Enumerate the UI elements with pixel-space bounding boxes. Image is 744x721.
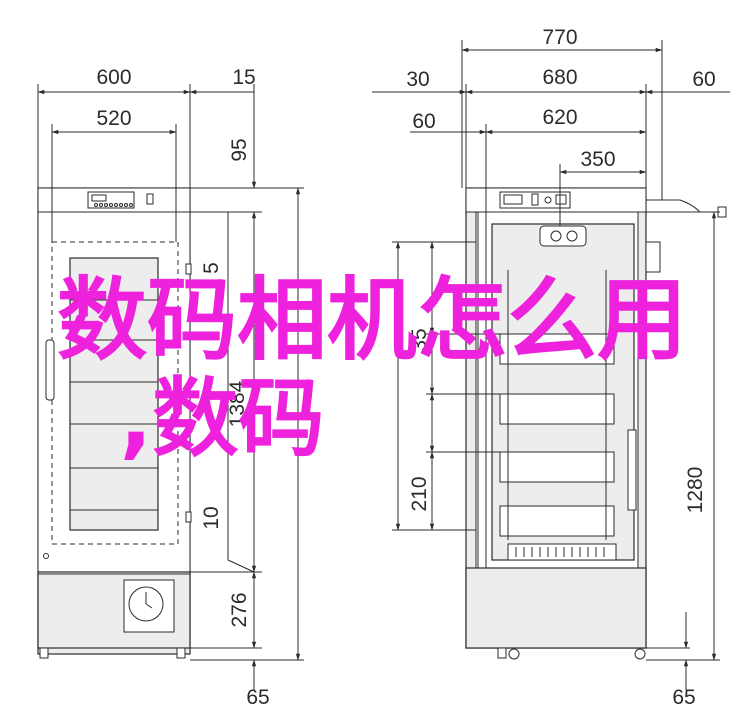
recorder-dial	[128, 586, 164, 622]
right-display	[503, 194, 523, 205]
dim-panel-width: 350	[580, 148, 615, 171]
overlay-title-line1: 数码相机怎么用	[57, 268, 687, 373]
dim-inner-width: 620	[542, 106, 577, 129]
left-shelves	[70, 299, 158, 511]
dim-upper-gap: 35	[408, 328, 431, 351]
dim-total-width: 770	[542, 26, 577, 49]
dim-shelf-gap: 5	[200, 262, 223, 274]
bottom-vent	[507, 543, 617, 561]
right-port	[555, 194, 567, 205]
dim-left-foot: 65	[246, 686, 269, 709]
power-cord	[646, 199, 722, 213]
right-shelves	[499, 270, 615, 540]
dim-right-foot: 65	[672, 686, 695, 709]
dim-width-outer: 600	[96, 66, 131, 89]
dim-inner-left: 60	[412, 110, 435, 133]
dim-body-width: 680	[542, 66, 577, 89]
dim-top-height: 95	[228, 138, 251, 161]
glass-window	[69, 257, 159, 531]
caster-left	[508, 648, 520, 660]
dim-inner-height: 1280	[684, 467, 707, 514]
side-sensor	[645, 241, 661, 273]
display-window	[91, 194, 107, 202]
vent-slot	[627, 429, 637, 511]
dim-bottom-gap: 10	[200, 506, 223, 529]
right-base	[465, 567, 647, 649]
right-knob	[544, 196, 552, 204]
right-switch	[531, 193, 539, 206]
dim-left-gap: 30	[406, 68, 429, 91]
vent-bars	[515, 547, 605, 557]
door-handle	[45, 339, 55, 401]
left-front-view: 600 520 15 95 5 1384 10 276 65	[37, 66, 304, 709]
dim-right-gap: 60	[692, 68, 715, 91]
hinge-top	[185, 263, 192, 275]
caster-right	[634, 648, 646, 660]
right-side-view: 770 30 680 60 60 620 350 35 210 1280 65	[372, 26, 730, 709]
right-foot-a	[497, 647, 507, 659]
chart-recorder	[123, 579, 175, 633]
left-foot-a	[39, 647, 49, 659]
door-lock	[43, 553, 49, 559]
dim-width-inner: 520	[96, 107, 131, 130]
overlay-title-line2: ,数码	[119, 369, 325, 469]
dim-base-height: 276	[228, 592, 251, 627]
fan-unit	[539, 225, 587, 247]
chamber-interior	[491, 223, 635, 561]
dim-door-height: 1384	[226, 380, 249, 427]
left-foot-b	[176, 647, 186, 659]
power-switch	[146, 193, 154, 205]
hinge-bottom	[185, 511, 192, 523]
panel-buttons	[94, 203, 133, 207]
dim-shelf-pitch: 210	[408, 476, 431, 511]
dim-side-gap: 15	[232, 66, 255, 89]
